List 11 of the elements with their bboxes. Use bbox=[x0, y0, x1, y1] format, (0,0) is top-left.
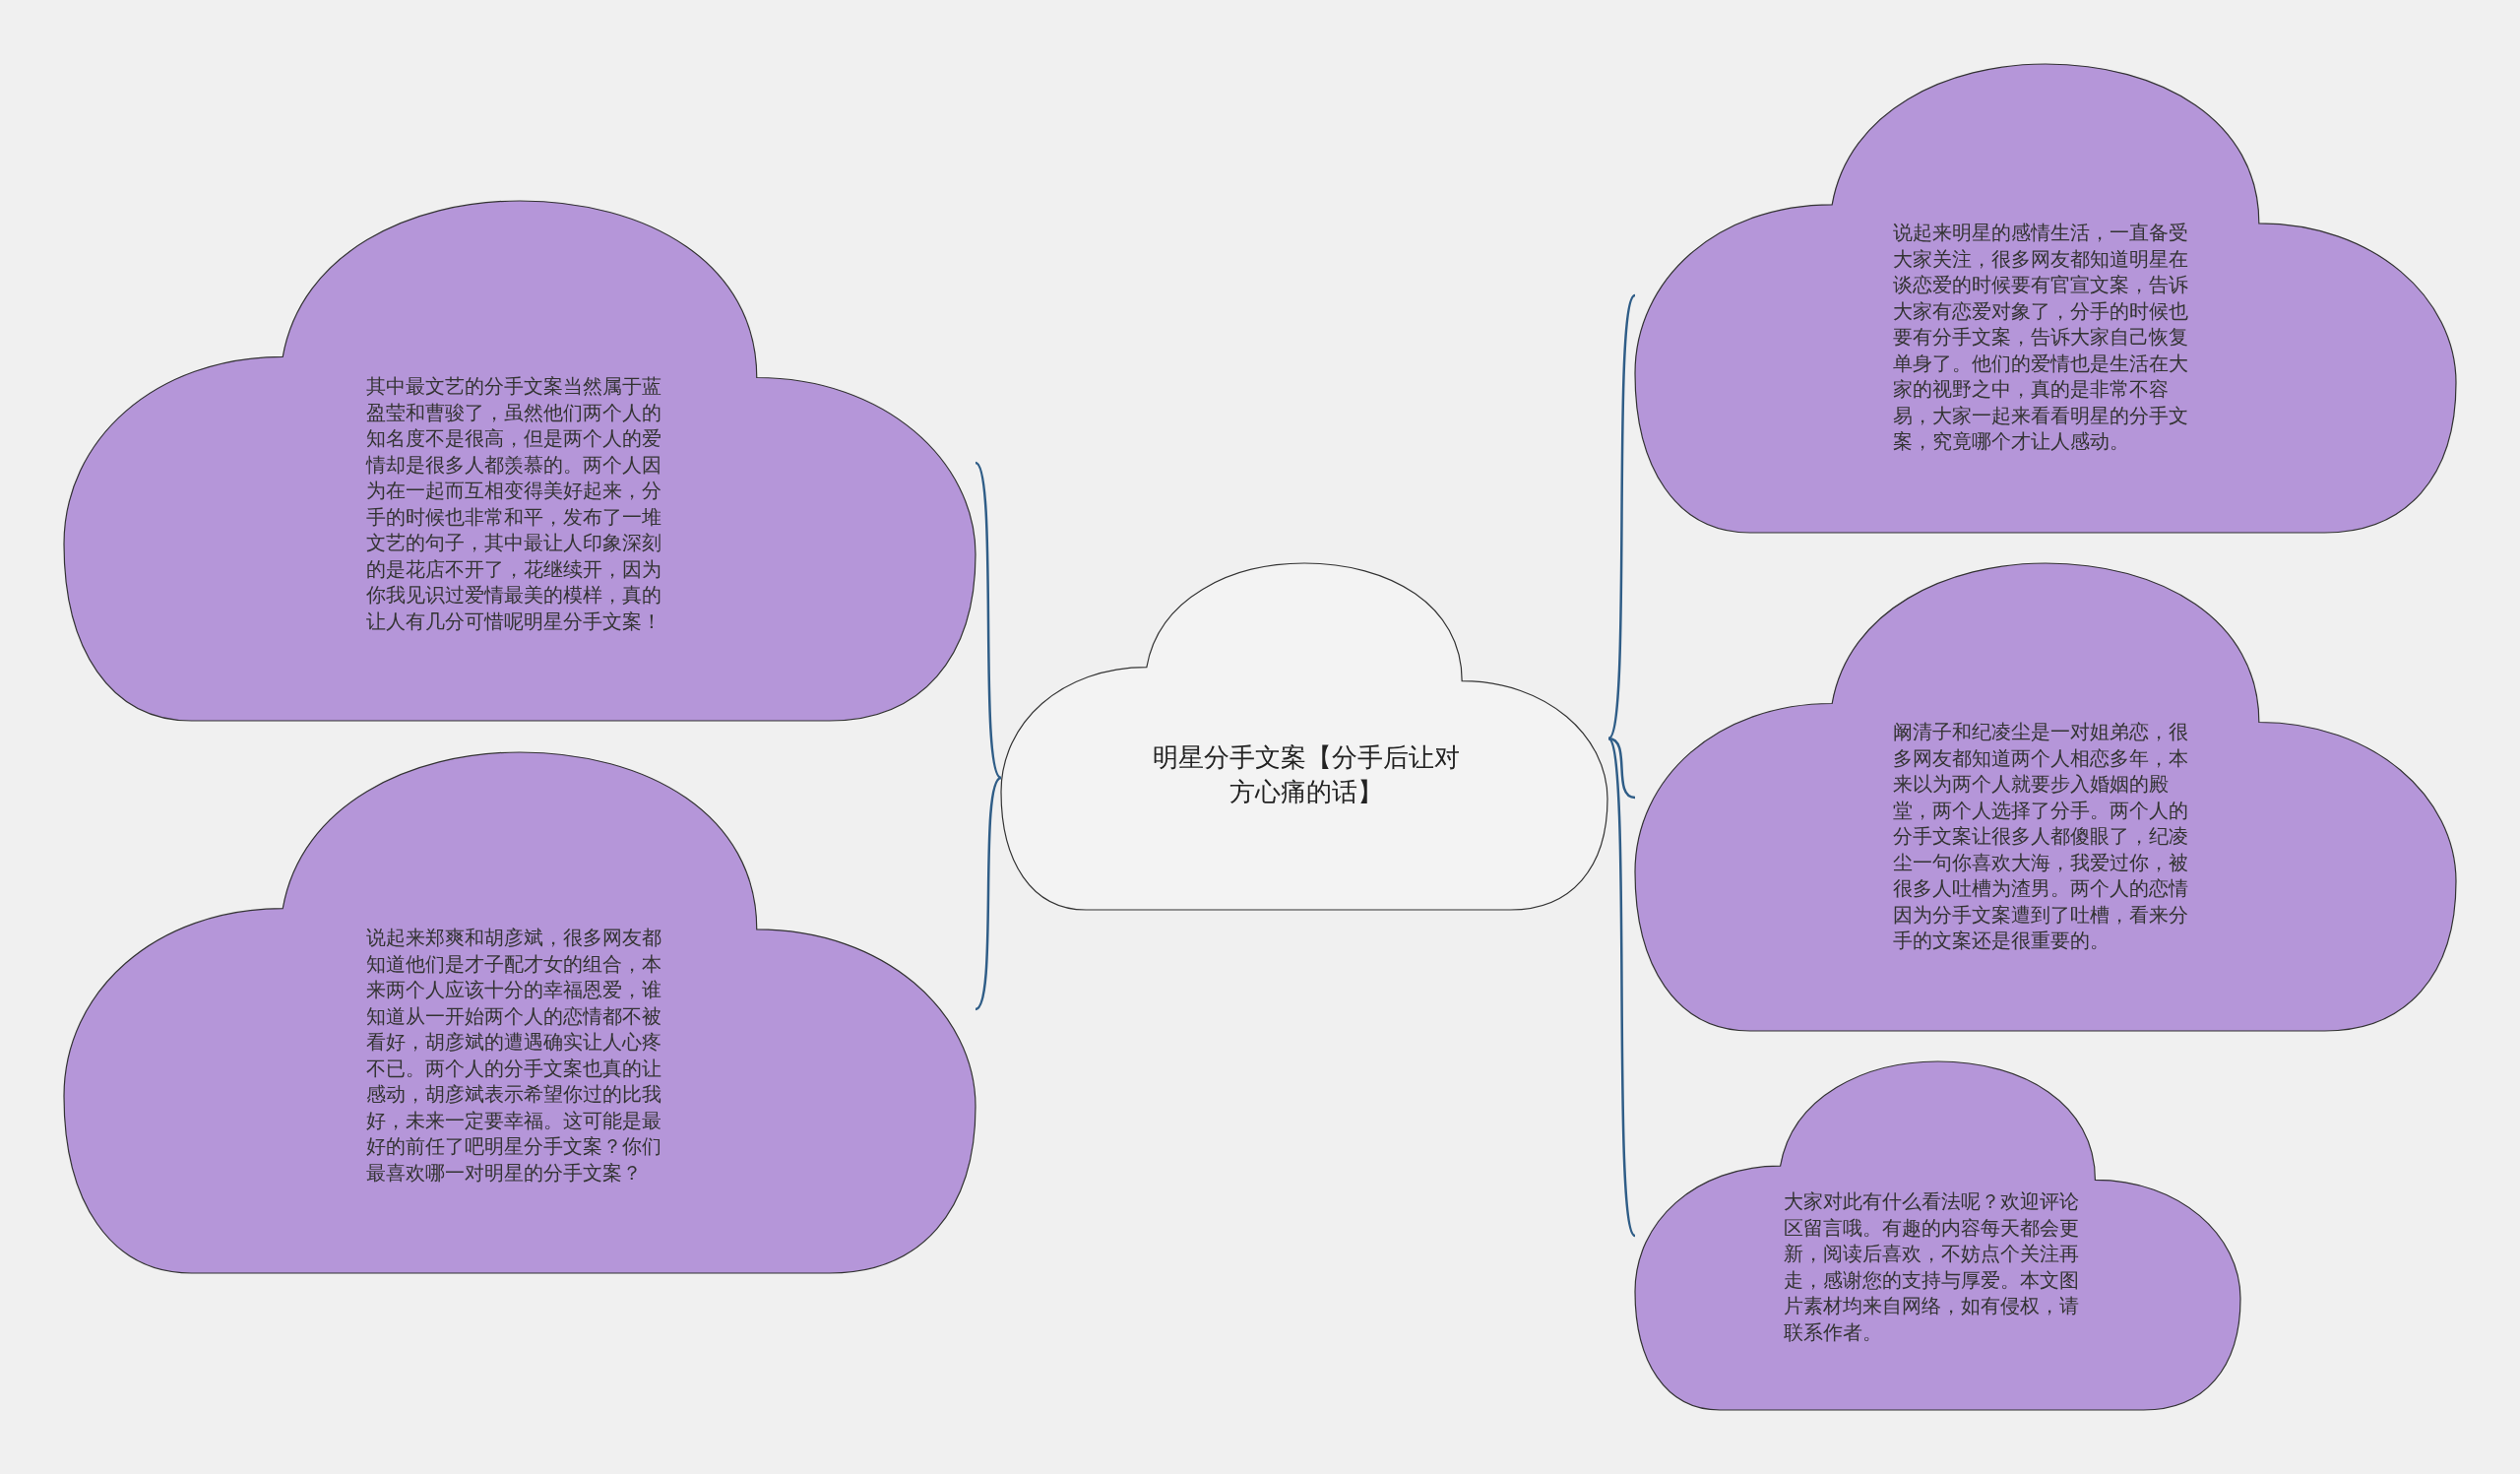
connector-line bbox=[1606, 294, 1637, 739]
topic-title: 明星分手文案【分手后让对方心痛的话】 bbox=[1152, 741, 1461, 808]
connector-line bbox=[975, 462, 1002, 779]
cloud-text: 阚清子和纪凌尘是一对姐弟恋，很多网友都知道两个人相恋多年，本来以为两个人就要步入婚姻的殿堂，两个人选择了分手。两个人的分手文案让很多人都傻眼了，纪凌尘一句你喜欢大海，我爱过你，被很多人吐槽为渣男。两个人的恋情因为分手文案遭到了吐槽，看来分手的文案还是很重要的。 bbox=[1893, 720, 2189, 954]
cloud-text: 说起来郑爽和胡彦斌，很多网友都知道他们是才子配才女的组合，本来两个人应该十分的幸福恩爱，谁知道从一开始两个人的恋情都不被看好，胡彦斌的遭遇确实让人心疼不已。两个人的分手文案也真的让感动，胡彦斌表示希望你过的比我好，未来一定要幸福。这可能是最好的前任了吧明星分手文案？你们最喜欢哪一对明星的分手文案？ bbox=[366, 926, 662, 1186]
cloud-text: 大家对此有什么看法呢？欢迎评论区留言哦。有趣的内容每天都会更新，阅读后喜欢，不妨点个关注再走，感谢您的支持与厚爱。本文图片素材均来自网络，如有侵权，请联系作者。 bbox=[1784, 1189, 2080, 1346]
connector-line bbox=[1607, 737, 1636, 800]
connector-line bbox=[1606, 737, 1637, 1237]
cloud-text: 说起来明星的感情生活，一直备受大家关注，很多网友都知道明星在谈恋爱的时候要有官宣文案，告诉大家有恋爱对象了，分手的时候也要有分手文案，告诉大家自己恢复单身了。他们的爱情也是生活在大家的视野之中，真的是非常不容易，大家一起来看看明星的分手文案，究竟哪个才让人感动。 bbox=[1893, 221, 2189, 455]
connector-line bbox=[975, 777, 1002, 1010]
cloud-text: 其中最文艺的分手文案当然属于蓝盈莹和曹骏了，虽然他们两个人的知名度不是很高，但是两个人的爱情却是很多人都羡慕的。两个人因为在一起而互相变得美好起来，分手的时候也非常和平，发布了一堆文艺的句子，其中最让人印象深刻的是花店不开了，花继续开，因为你我见识过爱情最美的模样，真的让人有几分可惜呢明星分手文案！ bbox=[366, 374, 662, 635]
